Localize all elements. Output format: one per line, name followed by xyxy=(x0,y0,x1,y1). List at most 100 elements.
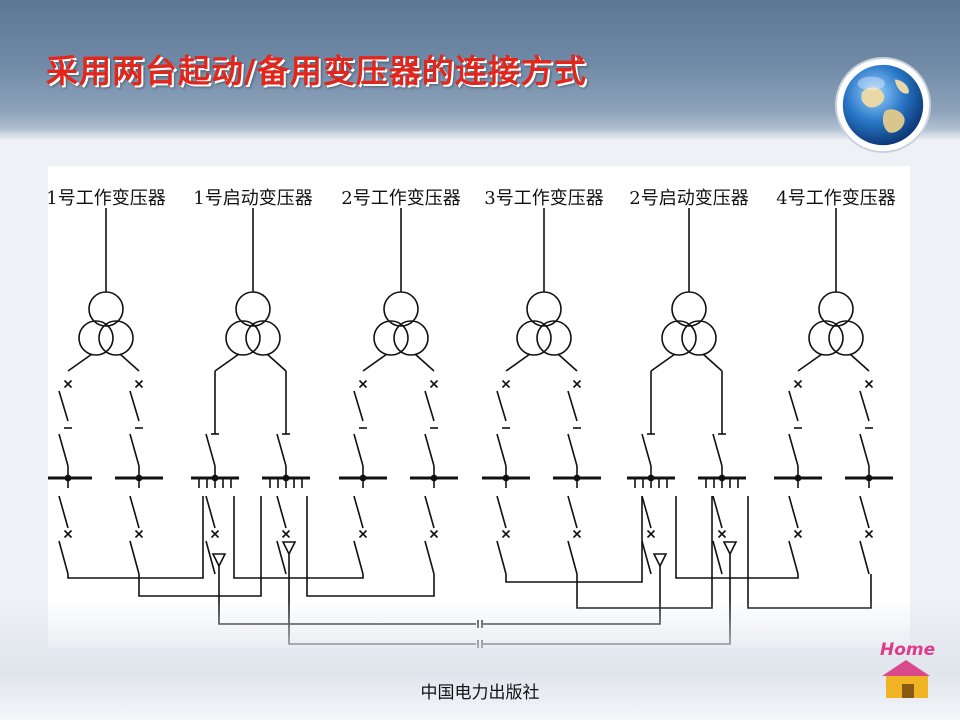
transformer-winding-top-4 xyxy=(526,291,562,327)
winding-link-r-4 xyxy=(557,353,578,372)
lower-mark-2-l xyxy=(210,529,220,539)
transformer-winding-top-1 xyxy=(88,291,124,327)
lower-mark-1-l xyxy=(63,529,73,539)
transformer-label-3: 2号工作变压器 xyxy=(341,188,461,209)
transformer-winding-right-1 xyxy=(98,320,134,356)
lower-switch-1-r xyxy=(129,540,140,575)
transformer-winding-top-3 xyxy=(383,291,419,327)
breaker-mark-3-l xyxy=(358,379,368,389)
winding-link-l-4 xyxy=(505,353,531,372)
bus-disconnect-6-l xyxy=(788,433,799,467)
lower-mark-4-l xyxy=(501,529,511,539)
lower-switch-6-r xyxy=(859,540,870,575)
lower-switch-3-r xyxy=(424,540,435,575)
upper-breaker-3-l xyxy=(353,390,364,422)
bottom-decoration xyxy=(0,600,960,720)
winding-link-l-2 xyxy=(214,353,240,372)
lower-breaker-6-l xyxy=(788,495,799,529)
upper-breaker-6-l xyxy=(788,390,799,422)
lower-breaker-3-r xyxy=(424,495,435,529)
bus-disconnect-2-l xyxy=(205,433,216,467)
standby-triangle-1 xyxy=(211,553,227,568)
breaker-mark-3-r xyxy=(429,379,439,389)
lower-switch-4-r xyxy=(567,540,578,575)
standby-triangle-2 xyxy=(281,541,297,556)
lower-breaker-5-l xyxy=(641,495,652,529)
bus-disconnect-1-l xyxy=(58,433,69,467)
bus-disconnect-4-r xyxy=(567,433,578,467)
standby-line-2e xyxy=(675,496,799,579)
breaker-mark-4-l xyxy=(501,379,511,389)
standby-line-1e xyxy=(233,496,364,579)
bus-disconnect-4-l xyxy=(496,433,507,467)
diagram-panel: 1号工作变压器 1号启动变压器 2号工作变压器 3号工作变压器 2号启动变压器 4号工作变… xyxy=(46,166,910,648)
lower-mark-4-r xyxy=(572,529,582,539)
standby-line-1f xyxy=(306,496,435,597)
bus-disconnect-3-r xyxy=(424,433,435,467)
breaker-mark-6-l xyxy=(793,379,803,389)
standby-line-1b xyxy=(138,496,262,597)
lower-mark-6-l xyxy=(793,529,803,539)
lower-switch-3-l xyxy=(353,540,364,575)
standby-triangle-4 xyxy=(722,541,738,556)
transformer-winding-right-3 xyxy=(393,320,429,356)
upper-breaker-4-l xyxy=(496,390,507,422)
transformer-winding-left-2 xyxy=(225,320,261,356)
lower-switch-5-r xyxy=(712,540,723,575)
bus-disconnect-5-r xyxy=(712,433,723,467)
lower-mark-5-r xyxy=(717,529,727,539)
lower-breaker-1-r xyxy=(129,495,140,529)
lower-breaker-2-r xyxy=(276,495,287,529)
transformer-winding-right-4 xyxy=(536,320,572,356)
standby-line-2f xyxy=(747,496,872,609)
lower-switch-4-l xyxy=(496,540,507,575)
lower-switch-6-l xyxy=(788,540,799,575)
winding-link-r-5 xyxy=(702,353,723,372)
lower-mark-6-r xyxy=(864,529,874,539)
winding-link-l-5 xyxy=(650,353,676,372)
transformer-label-2: 1号启动变压器 xyxy=(193,188,313,209)
winding-link-l-1 xyxy=(67,353,93,372)
bus-disconnect-2-r xyxy=(276,433,287,467)
upper-breaker-4-r xyxy=(567,390,578,422)
standby-line-1a xyxy=(67,496,204,579)
transformer-winding-top-5 xyxy=(671,291,707,327)
lower-mark-3-l xyxy=(358,529,368,539)
breaker-mark-1-l xyxy=(63,379,73,389)
slide-header xyxy=(0,0,960,140)
bus-disconnect-3-l xyxy=(353,433,364,467)
transformer-winding-top-6 xyxy=(818,291,854,327)
lower-switch-2-r xyxy=(276,540,287,575)
transformer-winding-left-3 xyxy=(373,320,409,356)
winding-link-r-3 xyxy=(414,353,435,372)
transformer-winding-left-1 xyxy=(78,320,114,356)
transformer-winding-left-6 xyxy=(808,320,844,356)
lower-breaker-3-l xyxy=(353,495,364,529)
upper-breaker-6-r xyxy=(859,390,870,422)
publisher-footer: 中国电力出版社 xyxy=(420,683,540,703)
connection-diagram xyxy=(48,208,893,648)
lower-switch-2-l xyxy=(205,540,216,575)
bus-disconnect-5-l xyxy=(641,433,652,467)
transformer-winding-right-6 xyxy=(828,320,864,356)
lower-switch-5-l xyxy=(641,540,652,575)
transformer-label-5: 2号启动变压器 xyxy=(629,188,749,209)
globe-icon xyxy=(834,56,932,154)
upper-breaker-3-r xyxy=(424,390,435,422)
winding-link-l-3 xyxy=(362,353,388,372)
transformer-winding-top-2 xyxy=(235,291,271,327)
winding-link-r-6 xyxy=(849,353,870,372)
breaker-mark-4-r xyxy=(572,379,582,389)
home-button[interactable]: Home xyxy=(876,640,940,702)
transformer-label-6: 4号工作变压器 xyxy=(776,188,896,209)
winding-link-r-1 xyxy=(119,353,140,372)
home-icon xyxy=(882,660,930,698)
breaker-mark-1-r xyxy=(134,379,144,389)
transformer-label-4: 3号工作变压器 xyxy=(484,188,604,209)
lower-breaker-5-r xyxy=(712,495,723,529)
lower-mark-5-l xyxy=(646,529,656,539)
bus-disconnect-1-r xyxy=(129,433,140,467)
lower-mark-2-r xyxy=(281,529,291,539)
transformer-label-1: 1号工作变压器 xyxy=(46,188,166,209)
lower-mark-1-r xyxy=(134,529,144,539)
